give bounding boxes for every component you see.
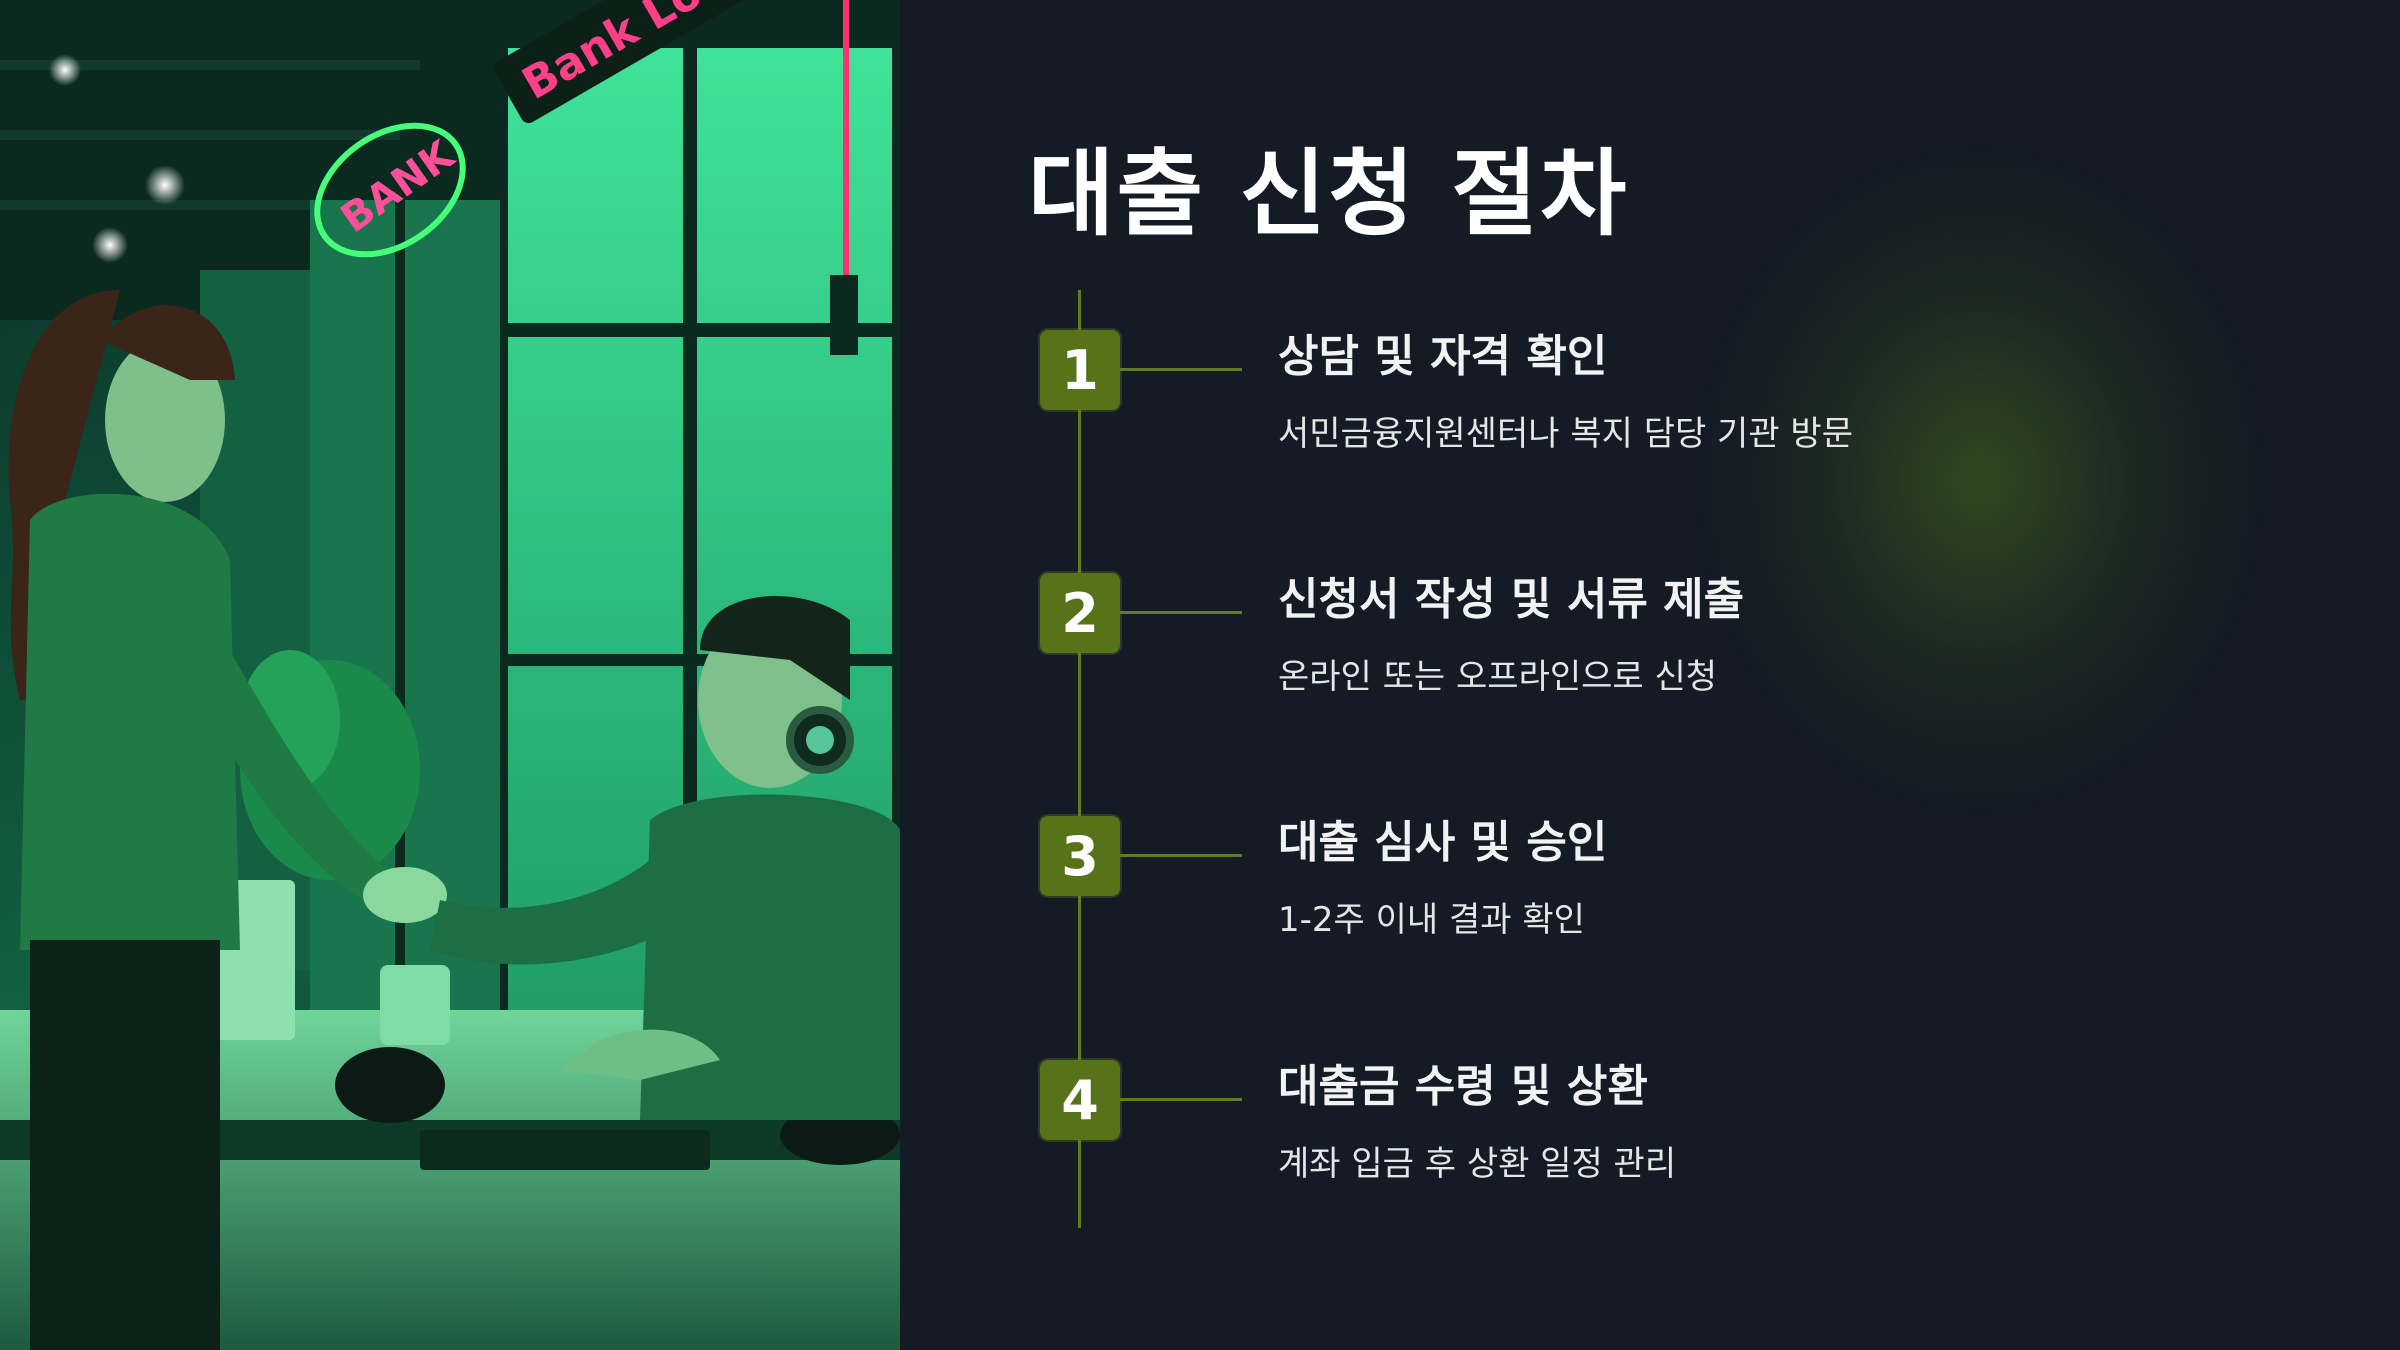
step-number-badge: 3 [1040,816,1120,896]
step-2: 2 신청서 작성 및 서류 제출 온라인 또는 오프라인으로 신청 [0,0,2400,697]
step-description: 온라인 또는 오프라인으로 신청 [1278,657,1718,697]
step-connector [1120,1098,1242,1101]
page-title: 대출 신청 절차 [1028,140,1629,249]
timeline-line [1078,290,1081,1228]
step-4: 4 대출금 수령 및 상환 계좌 입금 후 상환 일정 관리 [0,0,2400,1184]
step-number-badge: 2 [1040,573,1120,653]
step-3: 3 대출 심사 및 승인 1-2주 이내 결과 확인 [0,0,2400,940]
step-title: 상담 및 자격 확인 [1278,331,1608,382]
photo-illustration: Bank Loan BANK [0,0,900,1350]
step-description: 서민금융지원센터나 복지 담당 기관 방문 [1278,414,1853,454]
step-number-badge: 1 [1040,330,1120,410]
step-connector [1120,854,1242,857]
step-1: 1 상담 및 자격 확인 서민금융지원센터나 복지 담당 기관 방문 [0,0,2400,454]
step-title: 대출 심사 및 승인 [1278,817,1608,868]
step-description: 1-2주 이내 결과 확인 [1278,900,1585,940]
step-description: 계좌 입금 후 상환 일정 관리 [1278,1144,1677,1184]
step-connector [1120,368,1242,371]
step-title: 신청서 작성 및 서류 제출 [1278,574,1745,625]
step-number-badge: 4 [1040,1060,1120,1140]
step-connector [1120,611,1242,614]
step-title: 대출금 수령 및 상환 [1278,1061,1648,1112]
background-glow [1700,150,2260,810]
bank-handshake-photo: Bank Loan BANK [0,0,900,1350]
